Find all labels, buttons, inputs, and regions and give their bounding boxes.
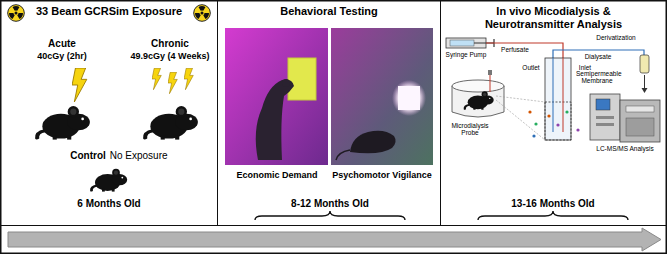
panel: Behavioral Testing bbox=[217, 0, 441, 226]
time-arrow bbox=[8, 228, 661, 251]
label-text: Outlet bbox=[522, 64, 539, 71]
label-text: 13-16 Months Old bbox=[511, 198, 594, 210]
panel-title: Behavioral Testing bbox=[229, 5, 429, 18]
panel: In vivo Micodialysis & Neurotransmitter … bbox=[440, 0, 667, 226]
label-text: Psychomotor Vigilance bbox=[332, 170, 431, 180]
exposure-art bbox=[8, 5, 211, 192]
label-text: Economic Demand bbox=[236, 170, 317, 180]
label-text: 40cGy (2hr) bbox=[37, 51, 87, 61]
label-text: Chronic bbox=[151, 38, 189, 50]
label-text: Acute bbox=[48, 38, 76, 50]
label-text: 8-12 Months Old bbox=[291, 198, 369, 210]
panel-title: 33 Beam GCRSim Exposure bbox=[24, 5, 194, 18]
timeline bbox=[8, 211, 661, 251]
bracket bbox=[255, 211, 405, 220]
label-text: Semipermeable Membrane bbox=[576, 70, 618, 85]
behavior-photos bbox=[225, 28, 433, 165]
label-text: Microdialysis Probe bbox=[447, 122, 493, 137]
label-text: Perfusate bbox=[501, 46, 529, 53]
label-text: Dialysate bbox=[585, 53, 612, 60]
bracket bbox=[478, 211, 628, 220]
label-text: LC-MS/MS Analysis bbox=[596, 145, 653, 152]
microdialysis-art bbox=[446, 38, 660, 142]
panel-title: In vivo Micodialysis & Neurotransmitter … bbox=[458, 5, 650, 31]
label-text: Derivatization bbox=[596, 34, 635, 41]
label-text: Syringe Pump bbox=[446, 51, 487, 58]
label-text: 49.9cGy (4 Weeks) bbox=[131, 51, 210, 61]
label-text: 6 Months Old bbox=[77, 198, 140, 210]
label-text: Control bbox=[70, 150, 106, 162]
label-text: No Exposure bbox=[110, 150, 168, 162]
panel: 33 Beam GCRSim Exposure bbox=[0, 0, 218, 226]
